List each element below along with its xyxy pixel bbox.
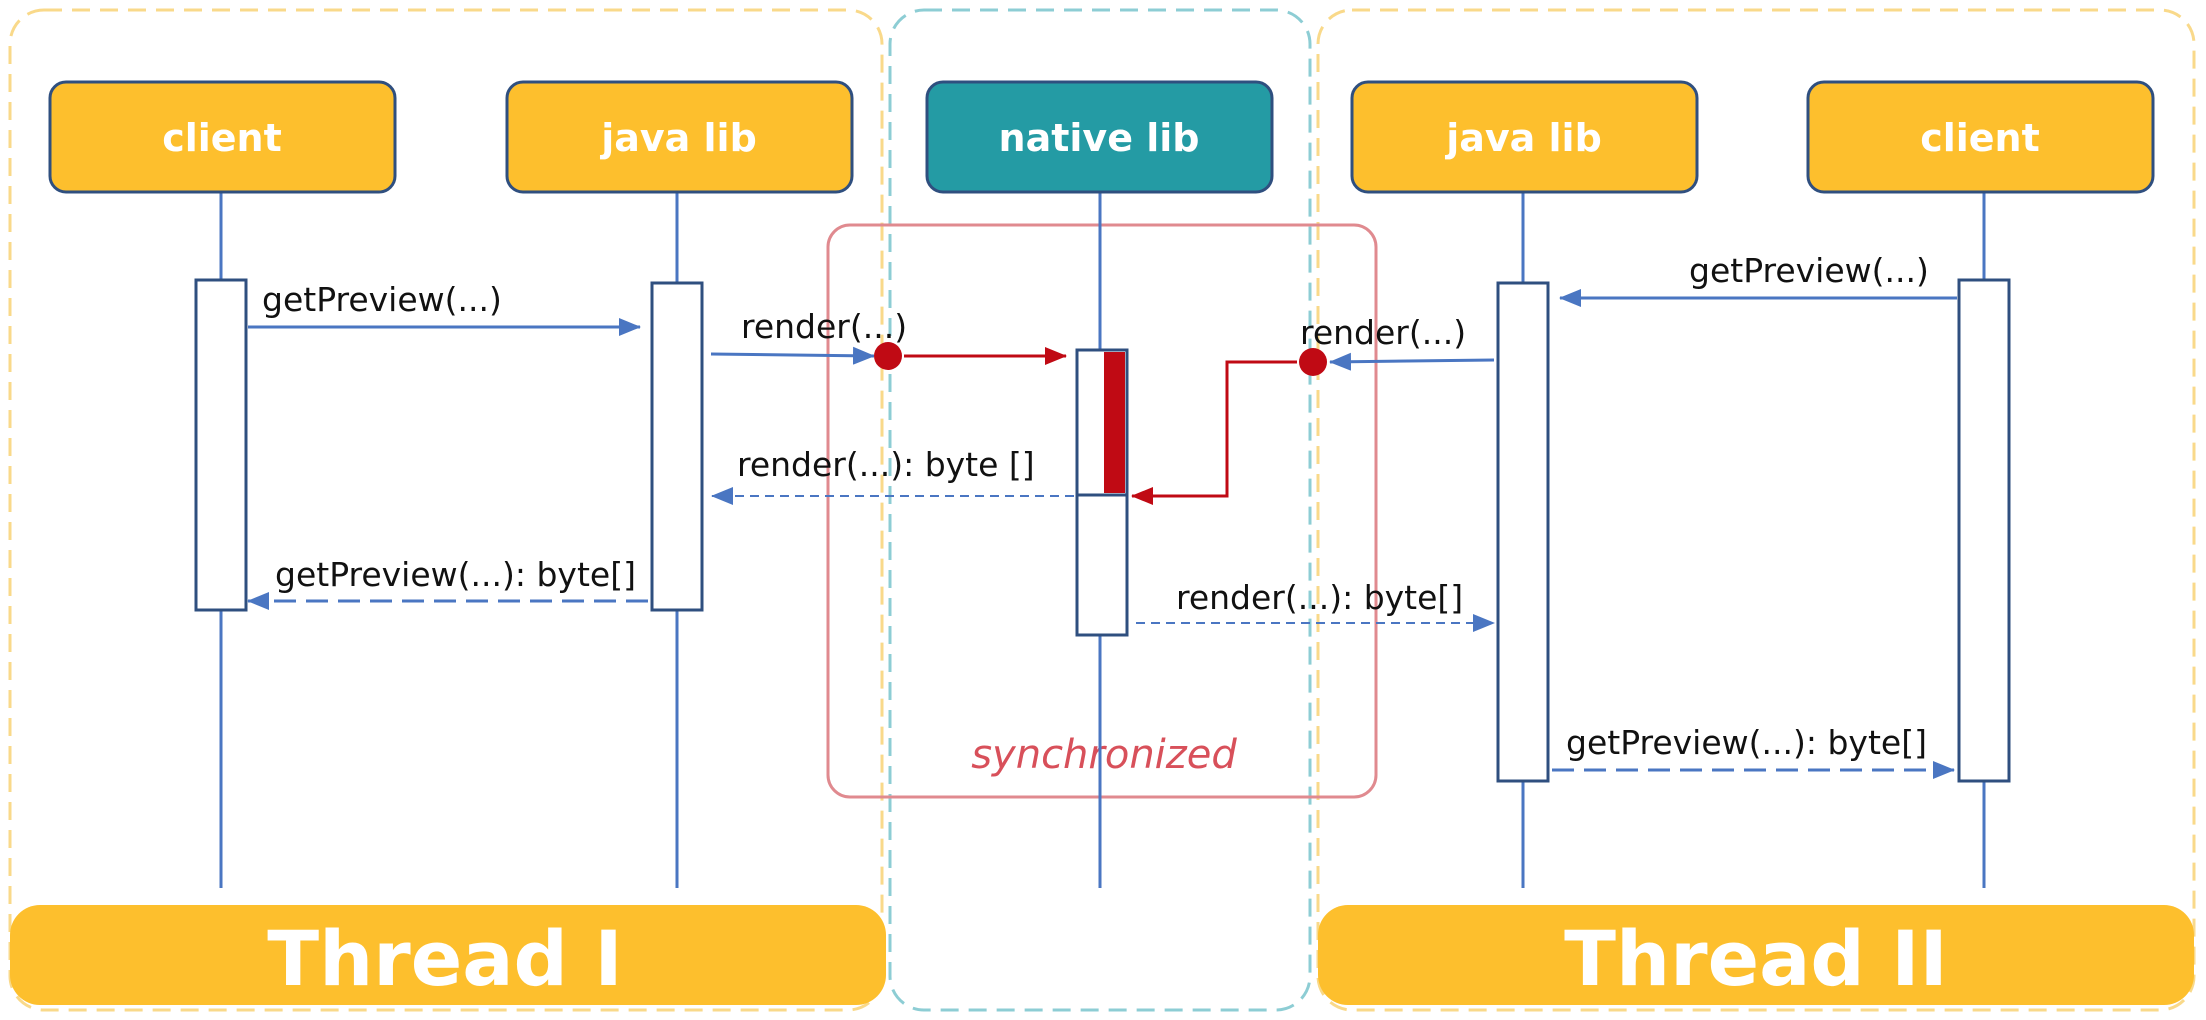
msg-get-preview-left: getPreview(...): [262, 280, 502, 319]
actor-native-lib: native lib: [925, 80, 1274, 194]
msg-render-return-left: render(...): byte []: [737, 445, 1035, 484]
actor-client-left-label: client: [162, 116, 282, 160]
arrow-render-right: [1329, 352, 1495, 371]
actor-native-lib-label: native lib: [999, 116, 1200, 160]
synchronized-box: [826, 223, 1378, 799]
thread-two-label: Thread II: [1564, 914, 1948, 1003]
actor-java-lib-right: java lib: [1350, 80, 1699, 194]
activation-client-left: [194, 278, 248, 612]
thread-two-region: [1316, 8, 2196, 1012]
thread-one-label: Thread I: [267, 914, 622, 1003]
thread-one-region: [8, 8, 884, 1012]
thread-two-band: Thread II: [1318, 905, 2194, 1005]
actor-client-left: client: [48, 80, 397, 194]
native-lib-lock-segment: [1104, 352, 1125, 493]
actor-client-right: client: [1806, 80, 2155, 194]
actor-client-right-label: client: [1920, 116, 2040, 160]
msg-render-right: render(...): [1300, 313, 1466, 352]
msg-get-preview-right: getPreview(...): [1689, 251, 1929, 290]
msg-render-return-right: render(...): byte[]: [1176, 578, 1463, 617]
activation-java-lib-left: [650, 281, 704, 612]
actor-java-lib-right-label: java lib: [1444, 116, 1602, 160]
msg-get-preview-return-right: getPreview(...): byte[]: [1566, 723, 1927, 762]
arrow-lock-right: [1131, 360, 1297, 505]
actor-java-lib-left-label: java lib: [599, 116, 757, 160]
native-lib-region: [888, 8, 1312, 1012]
lock-point-left: [874, 342, 902, 370]
msg-render-left: render(...): [741, 307, 907, 346]
synchronized-label: synchronized: [971, 732, 1237, 778]
thread-one-band: Thread I: [10, 905, 886, 1005]
lock-point-right: [1299, 348, 1327, 376]
msg-get-preview-return-left: getPreview(...): byte[]: [275, 555, 636, 594]
activation-client-right: [1957, 278, 2011, 783]
actor-java-lib-left: java lib: [505, 80, 854, 194]
activation-native-lib-lower: [1075, 493, 1129, 637]
arrow-render-left: [710, 346, 875, 365]
activation-java-lib-right: [1496, 281, 1550, 783]
